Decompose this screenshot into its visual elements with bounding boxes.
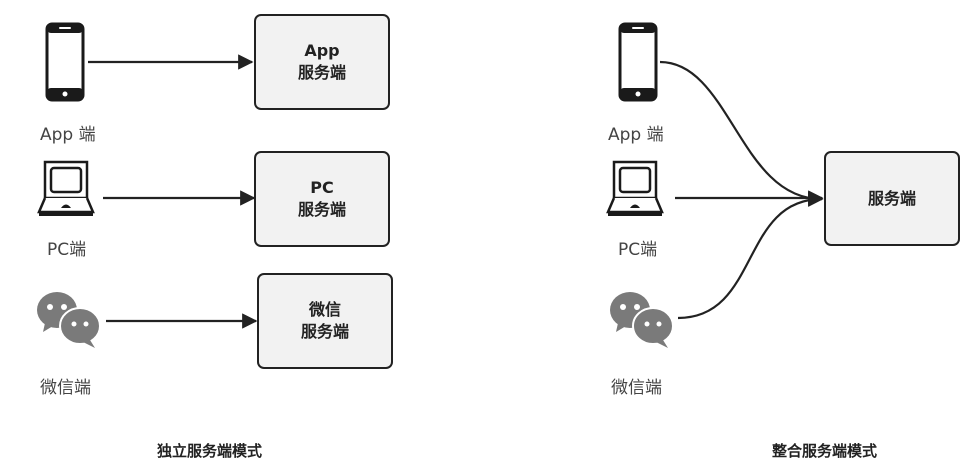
pc-server-line1: PC bbox=[310, 178, 334, 198]
left-caption: 独立服务端模式 bbox=[157, 442, 263, 460]
wechat-icon bbox=[610, 292, 674, 348]
right-caption: 整合服务端模式 bbox=[772, 442, 878, 460]
app-server-line2: 服务端 bbox=[297, 63, 346, 82]
client-label-app: App 端 bbox=[40, 125, 96, 145]
laptop-icon bbox=[606, 160, 664, 216]
wechat-icon bbox=[37, 292, 101, 348]
unified-server-label: 服务端 bbox=[867, 188, 916, 208]
smartphone-icon bbox=[45, 22, 85, 102]
pc-server-line2: 服务端 bbox=[297, 200, 346, 219]
client-label-pc: PC端 bbox=[47, 240, 87, 260]
smartphone-icon bbox=[618, 22, 658, 102]
client-label-wechat: 微信端 bbox=[40, 378, 91, 398]
unified-server-box: 服务端 bbox=[824, 151, 960, 246]
wechat-server-box: 微信服务端 bbox=[257, 273, 393, 369]
arrow-app-to-server bbox=[659, 60, 824, 207]
client-label-wechat: 微信端 bbox=[611, 378, 662, 398]
wechat-server-line2: 服务端 bbox=[300, 322, 349, 341]
pc-server-box: PC 服务端 bbox=[254, 151, 390, 247]
arrow-wechat-to-server bbox=[677, 191, 824, 320]
client-label-app: App 端 bbox=[608, 125, 664, 145]
wechat-server-line1: 微信 bbox=[308, 300, 341, 320]
app-server-line1: App bbox=[304, 41, 340, 61]
laptop-icon bbox=[37, 160, 95, 216]
client-label-pc: PC端 bbox=[618, 240, 658, 260]
app-server-box: App 服务端 bbox=[254, 14, 390, 110]
